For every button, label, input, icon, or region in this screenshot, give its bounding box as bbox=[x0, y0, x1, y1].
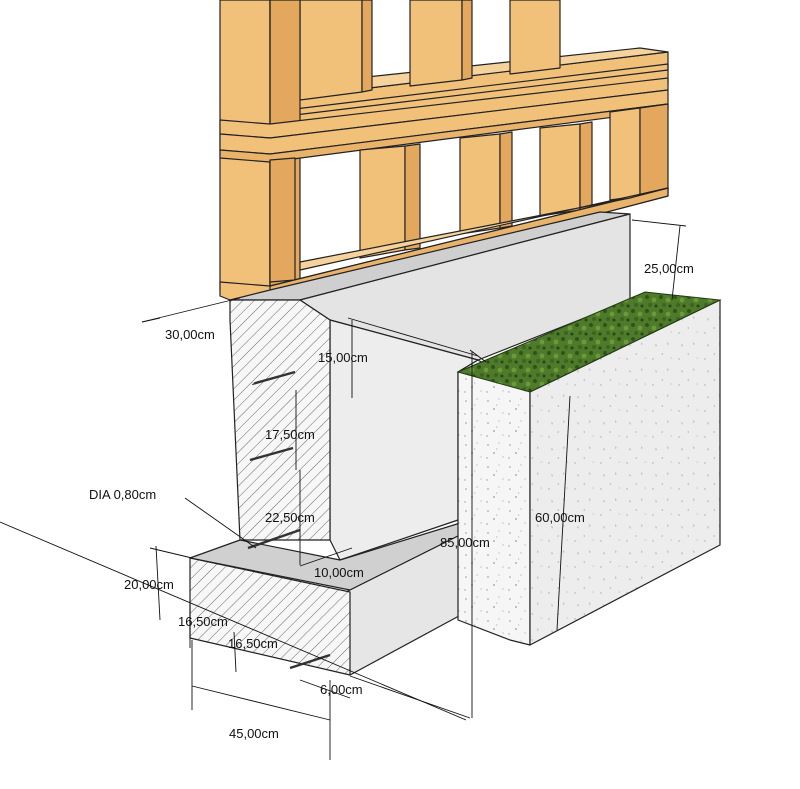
dim-17-5: 17,50cm bbox=[265, 427, 315, 442]
lower-stud-4-side bbox=[639, 103, 669, 197]
dim-22-5: 22,50cm bbox=[265, 510, 315, 525]
dim-16-5-a: 16,50cm bbox=[178, 614, 228, 629]
dim-dia: DIA 0,80cm bbox=[89, 487, 156, 502]
rebar-4 bbox=[289, 653, 331, 670]
upper-stud-1-side bbox=[361, 0, 373, 93]
insulation-board bbox=[456, 291, 722, 646]
dim-25: 25,00cm bbox=[644, 261, 694, 276]
foundation-wall bbox=[229, 211, 631, 561]
lower-stud-0 bbox=[269, 157, 296, 283]
grass-top bbox=[456, 291, 722, 393]
dim-30: 30,00cm bbox=[165, 327, 215, 342]
sill-plate-top bbox=[299, 187, 669, 271]
dim-85: 85,00cm bbox=[440, 535, 490, 550]
lower-stud-3-side bbox=[579, 121, 593, 211]
wood-frame bbox=[219, 0, 669, 301]
wall-section-hatch bbox=[229, 299, 331, 541]
dim-60: 60,00cm bbox=[535, 510, 585, 525]
rebar-3 bbox=[247, 528, 301, 550]
dimension-labels: 30,00cm 25,00cm 15,00cm 17,50cm DIA 0,80… bbox=[89, 261, 694, 741]
dimension-lines bbox=[0, 219, 687, 760]
dim-6: 6,00cm bbox=[320, 682, 363, 697]
rebar bbox=[247, 370, 331, 670]
footing bbox=[189, 519, 471, 676]
dim-20: 20,00cm bbox=[124, 577, 174, 592]
lower-stud-4 bbox=[609, 107, 641, 201]
lower-stud-3 bbox=[539, 123, 581, 217]
insulation-front-face bbox=[457, 359, 531, 646]
lower-stud-1-side bbox=[404, 143, 421, 251]
upper-stud-3 bbox=[509, 0, 561, 75]
upper-stud-2 bbox=[409, 0, 463, 87]
lower-stud-1 bbox=[359, 145, 406, 259]
lower-stud-2-side bbox=[499, 131, 513, 229]
upper-stud-1 bbox=[299, 0, 363, 101]
dim-45: 45,00cm bbox=[229, 726, 279, 741]
dim-10: 10,00cm bbox=[314, 565, 364, 580]
lower-stud-2 bbox=[459, 133, 501, 235]
rebar-1 bbox=[251, 370, 296, 386]
upper-stud-2-side bbox=[461, 0, 473, 81]
rebar-2 bbox=[249, 446, 294, 462]
dim-15: 15,00cm bbox=[318, 350, 368, 365]
dim-16-5-b: 16,50cm bbox=[228, 636, 278, 651]
